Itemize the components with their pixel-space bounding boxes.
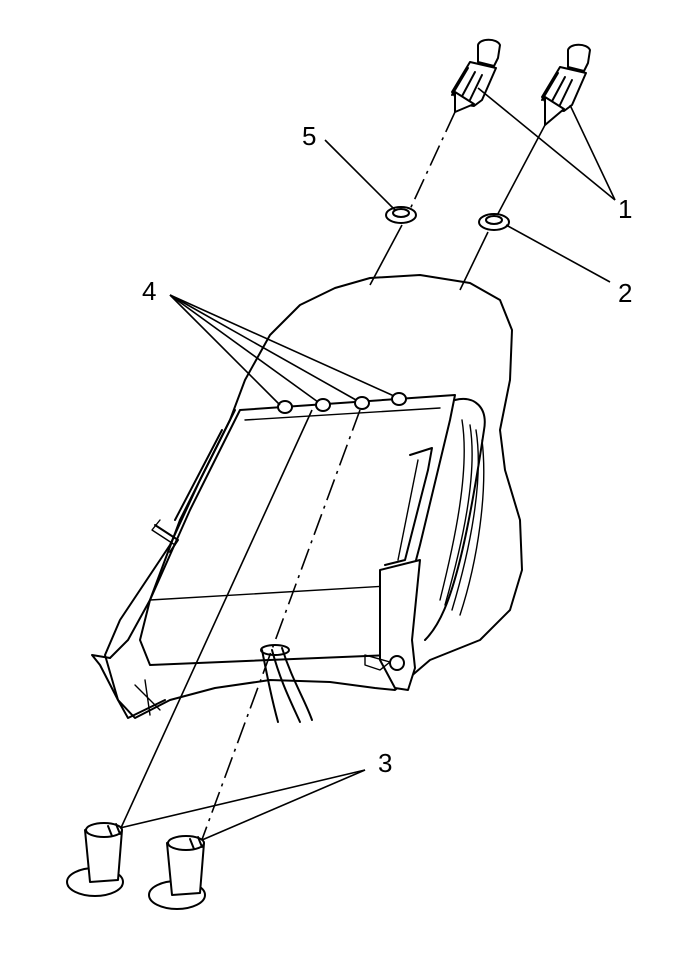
callout-4-label: 4 bbox=[142, 276, 156, 306]
callout-3-label: 3 bbox=[378, 748, 392, 778]
assembly-center-lines bbox=[119, 111, 546, 846]
headrest-guide-sleeve-right bbox=[541, 43, 591, 126]
guide-bushing bbox=[354, 396, 370, 410]
callout-2-label: 2 bbox=[618, 278, 632, 308]
seat-back-cushion-outline bbox=[104, 274, 523, 719]
callout-5-label: 5 bbox=[302, 121, 316, 151]
right-bolster-trim bbox=[424, 397, 486, 641]
recliner-bracket bbox=[379, 559, 421, 691]
retainer-ring-2 bbox=[478, 213, 510, 231]
callout-1-label: 1 bbox=[618, 194, 632, 224]
lower-left-bracket bbox=[91, 654, 166, 719]
lower-guide-tube-left bbox=[66, 822, 124, 897]
seat-back-panel-edge bbox=[149, 584, 406, 601]
guide-bushing bbox=[391, 392, 407, 406]
guide-bushings-row bbox=[277, 392, 407, 414]
seat-back-assembly bbox=[91, 274, 523, 723]
headrest-guide-sleeve-left bbox=[451, 38, 501, 113]
guide-bushing bbox=[315, 398, 331, 412]
left-frame-rail bbox=[109, 409, 236, 659]
recliner-pivot bbox=[389, 655, 405, 671]
retainer-ring-5 bbox=[385, 206, 417, 224]
callout-leaders bbox=[119, 87, 616, 841]
lower-guide-tube-right bbox=[148, 835, 206, 910]
wiring-harness bbox=[261, 647, 313, 723]
guide-bushing bbox=[277, 400, 293, 414]
